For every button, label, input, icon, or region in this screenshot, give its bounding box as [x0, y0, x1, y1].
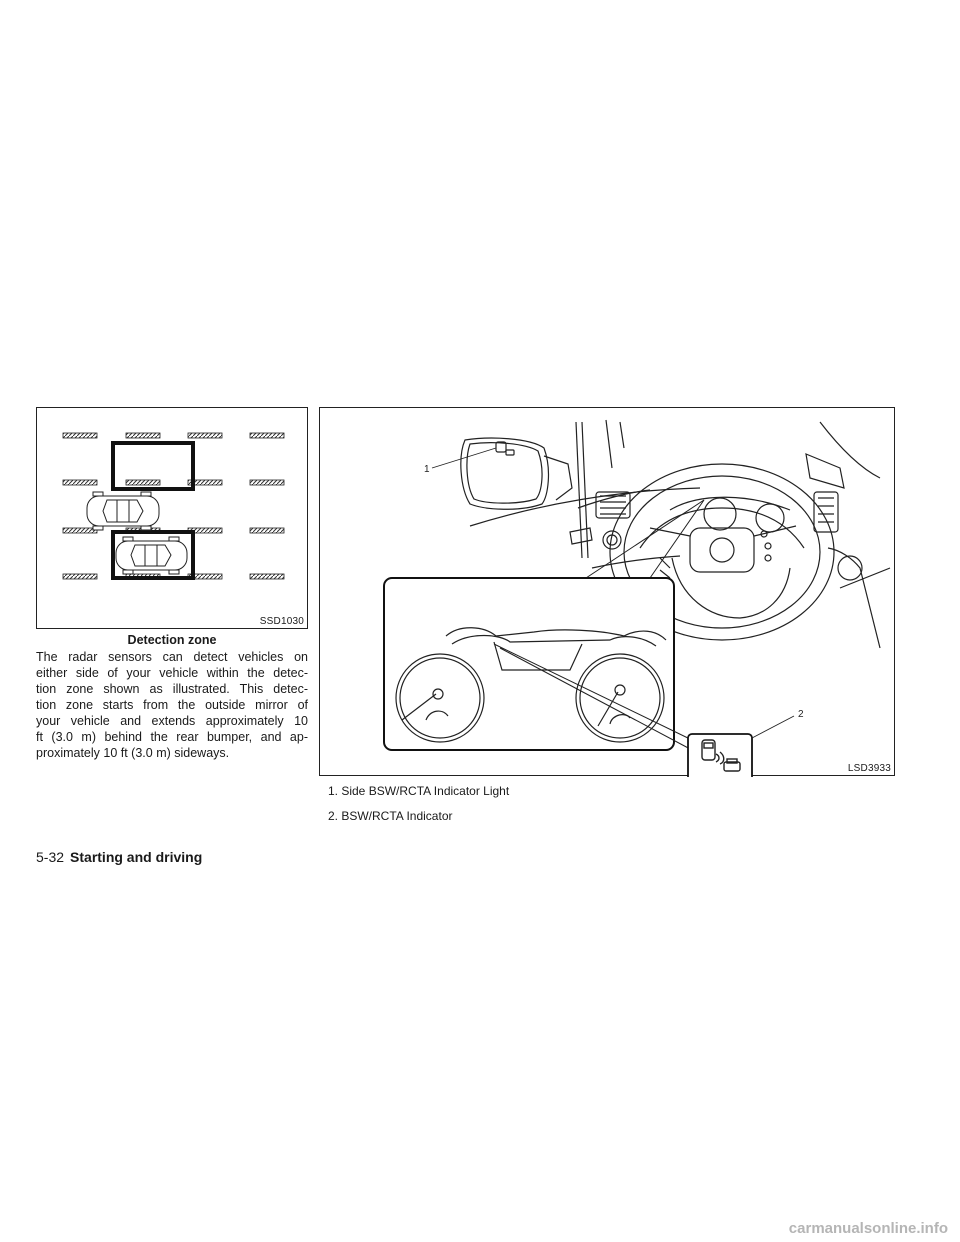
bsw-rcta-indicator-icon: [701, 739, 741, 772]
callout-number-1: 1: [424, 464, 430, 475]
side-mirror: [460, 437, 573, 510]
paragraph-line: ft (3.0 m) behind the rear bumper, and a…: [36, 730, 308, 744]
paragraph-line: proximately 10 ft (3.0 m) sideways.: [36, 746, 230, 760]
body-paragraph: The radar sensors can detect vehicles on…: [36, 649, 308, 761]
zoom-connector: [585, 499, 705, 579]
car-side-icon: [86, 491, 160, 531]
instrument-cluster: [395, 627, 667, 743]
detection-zone-illustration: [62, 432, 285, 580]
steering-wheel: [609, 463, 835, 641]
cockpit-illustration: 1: [383, 419, 891, 777]
paragraph-line: your vehicle and extends approximately 1…: [36, 714, 308, 728]
figure-code: SSD1030: [259, 616, 304, 627]
zoom-inset: [383, 577, 675, 751]
indicator-closeup: [687, 733, 753, 777]
page-footer: 5-32 Starting and driving: [36, 849, 202, 865]
indicator-location-figure: 1: [319, 407, 895, 777]
section-title: Starting and driving: [70, 849, 203, 865]
callout-line-1: [431, 447, 497, 469]
callout-number-2: 2: [798, 709, 804, 720]
paragraph-line: tion zone shown as illustrated. This det…: [36, 682, 308, 696]
detection-zone-figure: SSD1030: [36, 407, 308, 629]
paragraph-line: tion zone starts from the outside mirror…: [36, 698, 308, 712]
dashboard: [469, 419, 891, 649]
legend-item-2: 2. BSW/RCTA Indicator: [328, 809, 453, 823]
detection-zone-box-upper: [111, 441, 195, 491]
page-number: 5-32: [36, 849, 65, 865]
cluster-hood: [669, 496, 791, 533]
detection-zone-box-lower: [111, 530, 195, 580]
zoom-connector-2: [493, 643, 693, 751]
legend-item-1: 1. Side BSW/RCTA Indicator Light: [328, 784, 510, 798]
paragraph-line: The radar sensors can detect vehicles on: [36, 650, 308, 664]
car-own-icon: [115, 536, 188, 575]
watermark: carmanualsonline.info: [788, 1220, 948, 1237]
figure-caption: Detection zone: [127, 633, 217, 647]
callout-line-2: [751, 715, 795, 739]
figure-code: LSD3933: [847, 763, 891, 774]
paragraph-line: either side of your vehicle within the d…: [36, 666, 308, 680]
